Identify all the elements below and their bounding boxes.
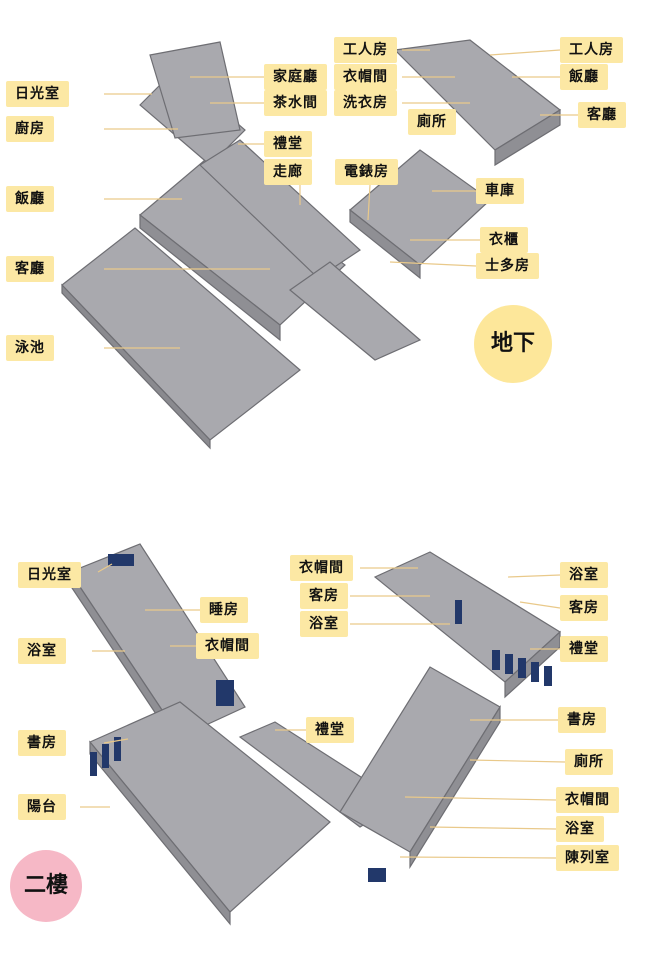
second-floor-panel: 日光室 浴室 書房 陽台 睡房 衣帽間 衣帽間 客房 浴室 禮堂 浴室 客房 禮…: [0, 482, 650, 962]
label-guest-room-left: 客房: [300, 583, 348, 609]
label-living: 客廳: [6, 256, 54, 282]
label-wardrobe: 衣櫃: [480, 227, 528, 253]
label-study-left: 書房: [18, 730, 66, 756]
basement-panel: 日光室 廚房 飯廳 客廳 泳池 家庭廳 茶水間 禮堂 走廊 電錶房 工人房 衣帽…: [6, 37, 626, 450]
label-sunroom: 日光室: [6, 81, 69, 107]
basement-floorplan: [61, 39, 578, 450]
label-store-room: 士多房: [476, 253, 539, 279]
window: [102, 744, 109, 768]
window: [108, 554, 134, 566]
window: [114, 737, 121, 761]
label-toilet: 廁所: [408, 109, 456, 135]
label-guest-room-right: 客房: [560, 595, 608, 621]
label-sunroom: 日光室: [18, 562, 81, 588]
label-tea-room: 茶水間: [264, 90, 327, 116]
label-toilet: 廁所: [565, 749, 613, 775]
label-chapel-center: 禮堂: [306, 717, 354, 743]
label-servant-room-1: 工人房: [334, 37, 397, 63]
window: [368, 868, 386, 882]
label-cloakroom-left: 衣帽間: [196, 633, 259, 659]
label-exhibition-room: 陳列室: [556, 845, 619, 871]
label-bathroom-right: 浴室: [560, 562, 608, 588]
garage-wall: [349, 208, 421, 280]
label-cloakroom-top: 衣帽間: [290, 555, 353, 581]
label-bathroom-lower: 浴室: [556, 816, 604, 842]
label-study-right: 書房: [558, 707, 606, 733]
service-wall: [494, 108, 561, 167]
second-floor-plan: [69, 543, 566, 926]
living-wall: [139, 213, 281, 342]
label-bathroom-mid: 浴室: [300, 611, 348, 637]
floor-badge-basement: 地下: [474, 305, 552, 383]
window: [90, 752, 97, 776]
window: [518, 658, 526, 678]
label-chapel: 禮堂: [264, 131, 312, 157]
label-family-hall: 家庭廳: [264, 64, 327, 90]
floor-badge-second: 二樓: [10, 850, 82, 922]
label-bathroom-left: 浴室: [18, 638, 66, 664]
label-pool: 泳池: [6, 335, 54, 361]
label-living-2: 客廳: [578, 102, 626, 128]
window: [531, 662, 539, 682]
label-balcony: 陽台: [18, 794, 66, 820]
label-chapel-right: 禮堂: [560, 636, 608, 662]
corridor-area: [199, 139, 361, 279]
label-kitchen: 廚房: [6, 116, 54, 142]
label-servant-room-2: 工人房: [560, 37, 623, 63]
window: [216, 680, 234, 706]
kitchen-wing: [149, 41, 241, 139]
window: [505, 654, 513, 674]
window: [492, 650, 500, 670]
label-cloakroom-right: 衣帽間: [556, 787, 619, 813]
label-dining: 飯廳: [6, 186, 54, 212]
label-garage: 車庫: [476, 178, 524, 204]
label-bedroom: 睡房: [200, 597, 248, 623]
label-dining-2: 飯廳: [560, 64, 608, 90]
stair-area: [289, 261, 422, 361]
label-laundry: 洗衣房: [334, 90, 397, 116]
pool-edge: [61, 283, 211, 450]
label-cloakroom: 衣帽間: [334, 64, 397, 90]
label-electric-meter: 電錶房: [335, 159, 398, 185]
window: [544, 666, 552, 686]
window: [455, 600, 462, 624]
lower-left-wall: [89, 740, 231, 926]
label-corridor: 走廊: [264, 159, 312, 185]
